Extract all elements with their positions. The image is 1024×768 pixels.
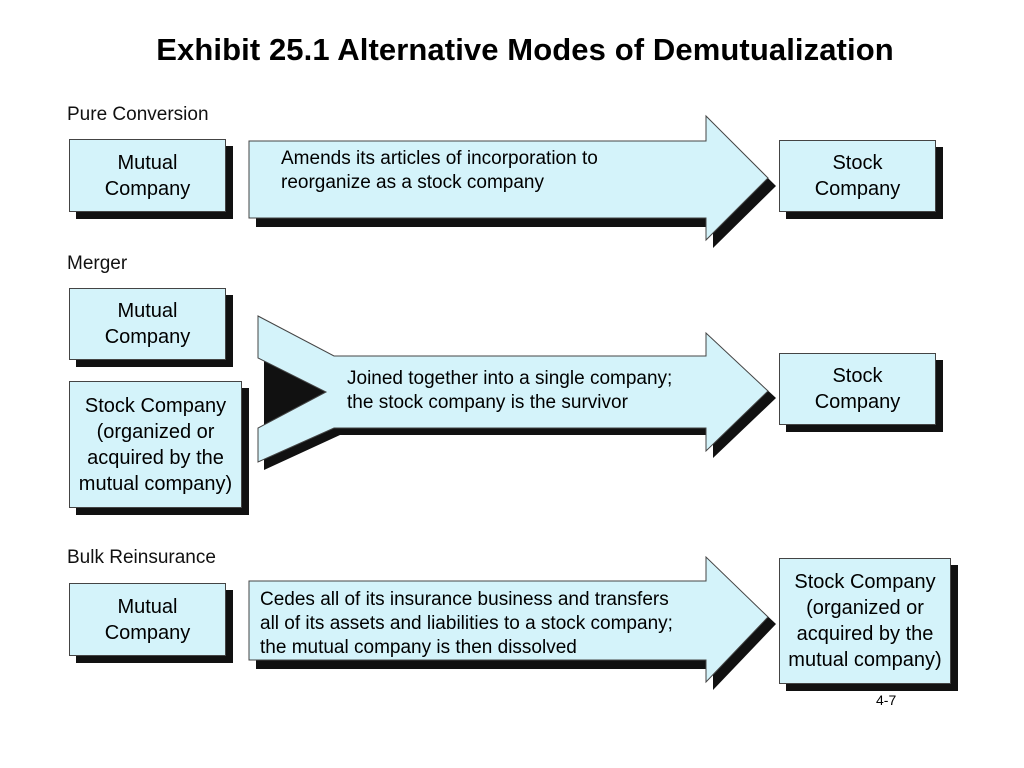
pure-conversion-arrow-text: Amends its articles of incorporation to … — [281, 148, 598, 193]
merger-arrow-text: Joined together into a single company; t… — [347, 368, 673, 413]
merger-arrow — [257, 315, 769, 463]
bulk-reinsurance-stock-company-box: Stock Company (organized or acquired by … — [779, 558, 951, 684]
bulk-reinsurance-label: Bulk Reinsurance — [67, 547, 216, 568]
bulk-reinsurance-mutual-company-box: Mutual Company — [69, 583, 226, 656]
merger-stock-company-box: Stock Company (organized or acquired by … — [69, 381, 242, 508]
merger-result-stock-company-box: Stock Company — [779, 353, 936, 425]
bulk-reinsurance-arrow — [248, 555, 769, 684]
pure-conversion-stock-company-box: Stock Company — [779, 140, 936, 212]
pure-conversion-label: Pure Conversion — [67, 104, 209, 125]
page-number: 4-7 — [876, 692, 897, 708]
merger-mutual-company-box: Mutual Company — [69, 288, 226, 360]
page-title: Exhibit 25.1 Alternative Modes of Demutu… — [156, 32, 894, 67]
pure-conversion-arrow — [248, 114, 769, 242]
bulk-reinsurance-arrow-text: Cedes all of its insurance business and … — [260, 589, 673, 658]
pure-conversion-mutual-company-box: Mutual Company — [69, 139, 226, 212]
merger-label: Merger — [67, 253, 128, 274]
